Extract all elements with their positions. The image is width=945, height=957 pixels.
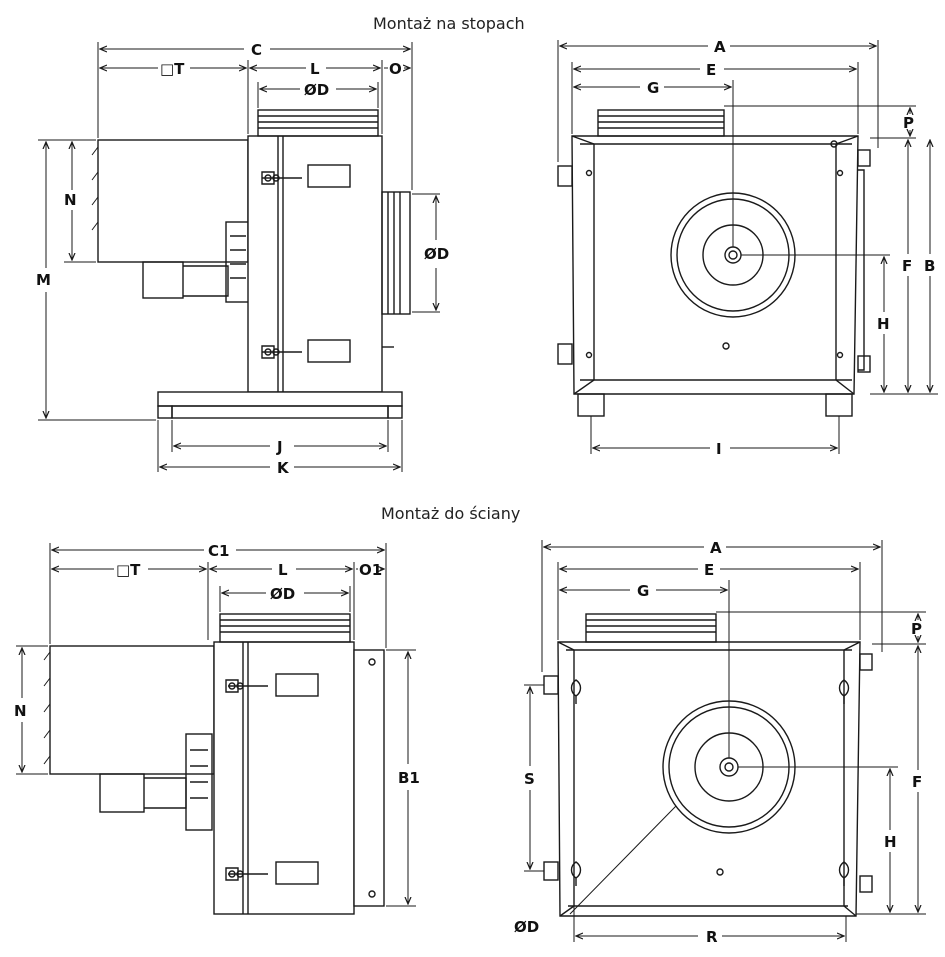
dims-view1	[38, 42, 440, 472]
label-R: R	[706, 928, 718, 946]
label-O: O	[389, 60, 402, 78]
label-D: ØD	[270, 585, 295, 603]
dim-labels-view2: A E G P B F H I	[647, 38, 935, 458]
label-M: M	[36, 271, 51, 289]
label-G: G	[637, 582, 649, 600]
label-I: I	[716, 440, 722, 458]
latch-bottom-wall	[225, 861, 319, 885]
dim-labels-view3: C1 □T L O1 ØD N B1	[14, 542, 420, 787]
dims-view4	[524, 540, 926, 942]
label-C1: C1	[208, 542, 229, 560]
label-T: □T	[160, 60, 185, 78]
side-view-feet	[91, 109, 411, 419]
front-view-feet	[557, 109, 871, 417]
label-H: H	[884, 833, 897, 851]
label-T: □T	[116, 561, 141, 579]
label-B: B	[924, 257, 935, 275]
label-S: S	[524, 770, 535, 788]
label-L: L	[278, 561, 288, 579]
side-view-wall	[43, 613, 385, 915]
label-D: ØD	[514, 918, 539, 936]
label-C: C	[251, 41, 262, 59]
label-L: L	[310, 60, 320, 78]
label-P: P	[911, 620, 922, 638]
label-E: E	[704, 561, 714, 579]
label-F: F	[912, 773, 922, 791]
dims-view3	[16, 543, 416, 907]
label-J: J	[276, 438, 283, 456]
front-view-wall	[543, 613, 873, 917]
label-D: ØD	[424, 245, 449, 263]
label-D: ØD	[304, 81, 329, 99]
label-P: P	[903, 114, 914, 132]
latch-bottom	[261, 339, 351, 363]
label-A: A	[710, 539, 722, 557]
label-N: N	[14, 702, 27, 720]
label-F: F	[902, 257, 912, 275]
label-H: H	[877, 315, 890, 333]
dims-view2	[557, 40, 938, 454]
dim-labels-view4: A E G P F H S R ØD	[514, 539, 922, 946]
label-E: E	[706, 61, 716, 79]
latch-top-wall	[225, 673, 319, 697]
title-feet-mount: Montaż na stopach	[373, 14, 525, 33]
label-A: A	[714, 38, 726, 56]
label-N: N	[64, 191, 77, 209]
dim-labels-view1: C □T L O ØD ØD M N J K	[36, 41, 449, 477]
label-O1: O1	[359, 561, 382, 579]
label-K: K	[277, 459, 290, 477]
label-B1: B1	[398, 769, 420, 787]
title-wall-mount: Montaż do ściany	[381, 504, 521, 523]
label-G: G	[647, 79, 659, 97]
latch-top	[261, 164, 351, 188]
